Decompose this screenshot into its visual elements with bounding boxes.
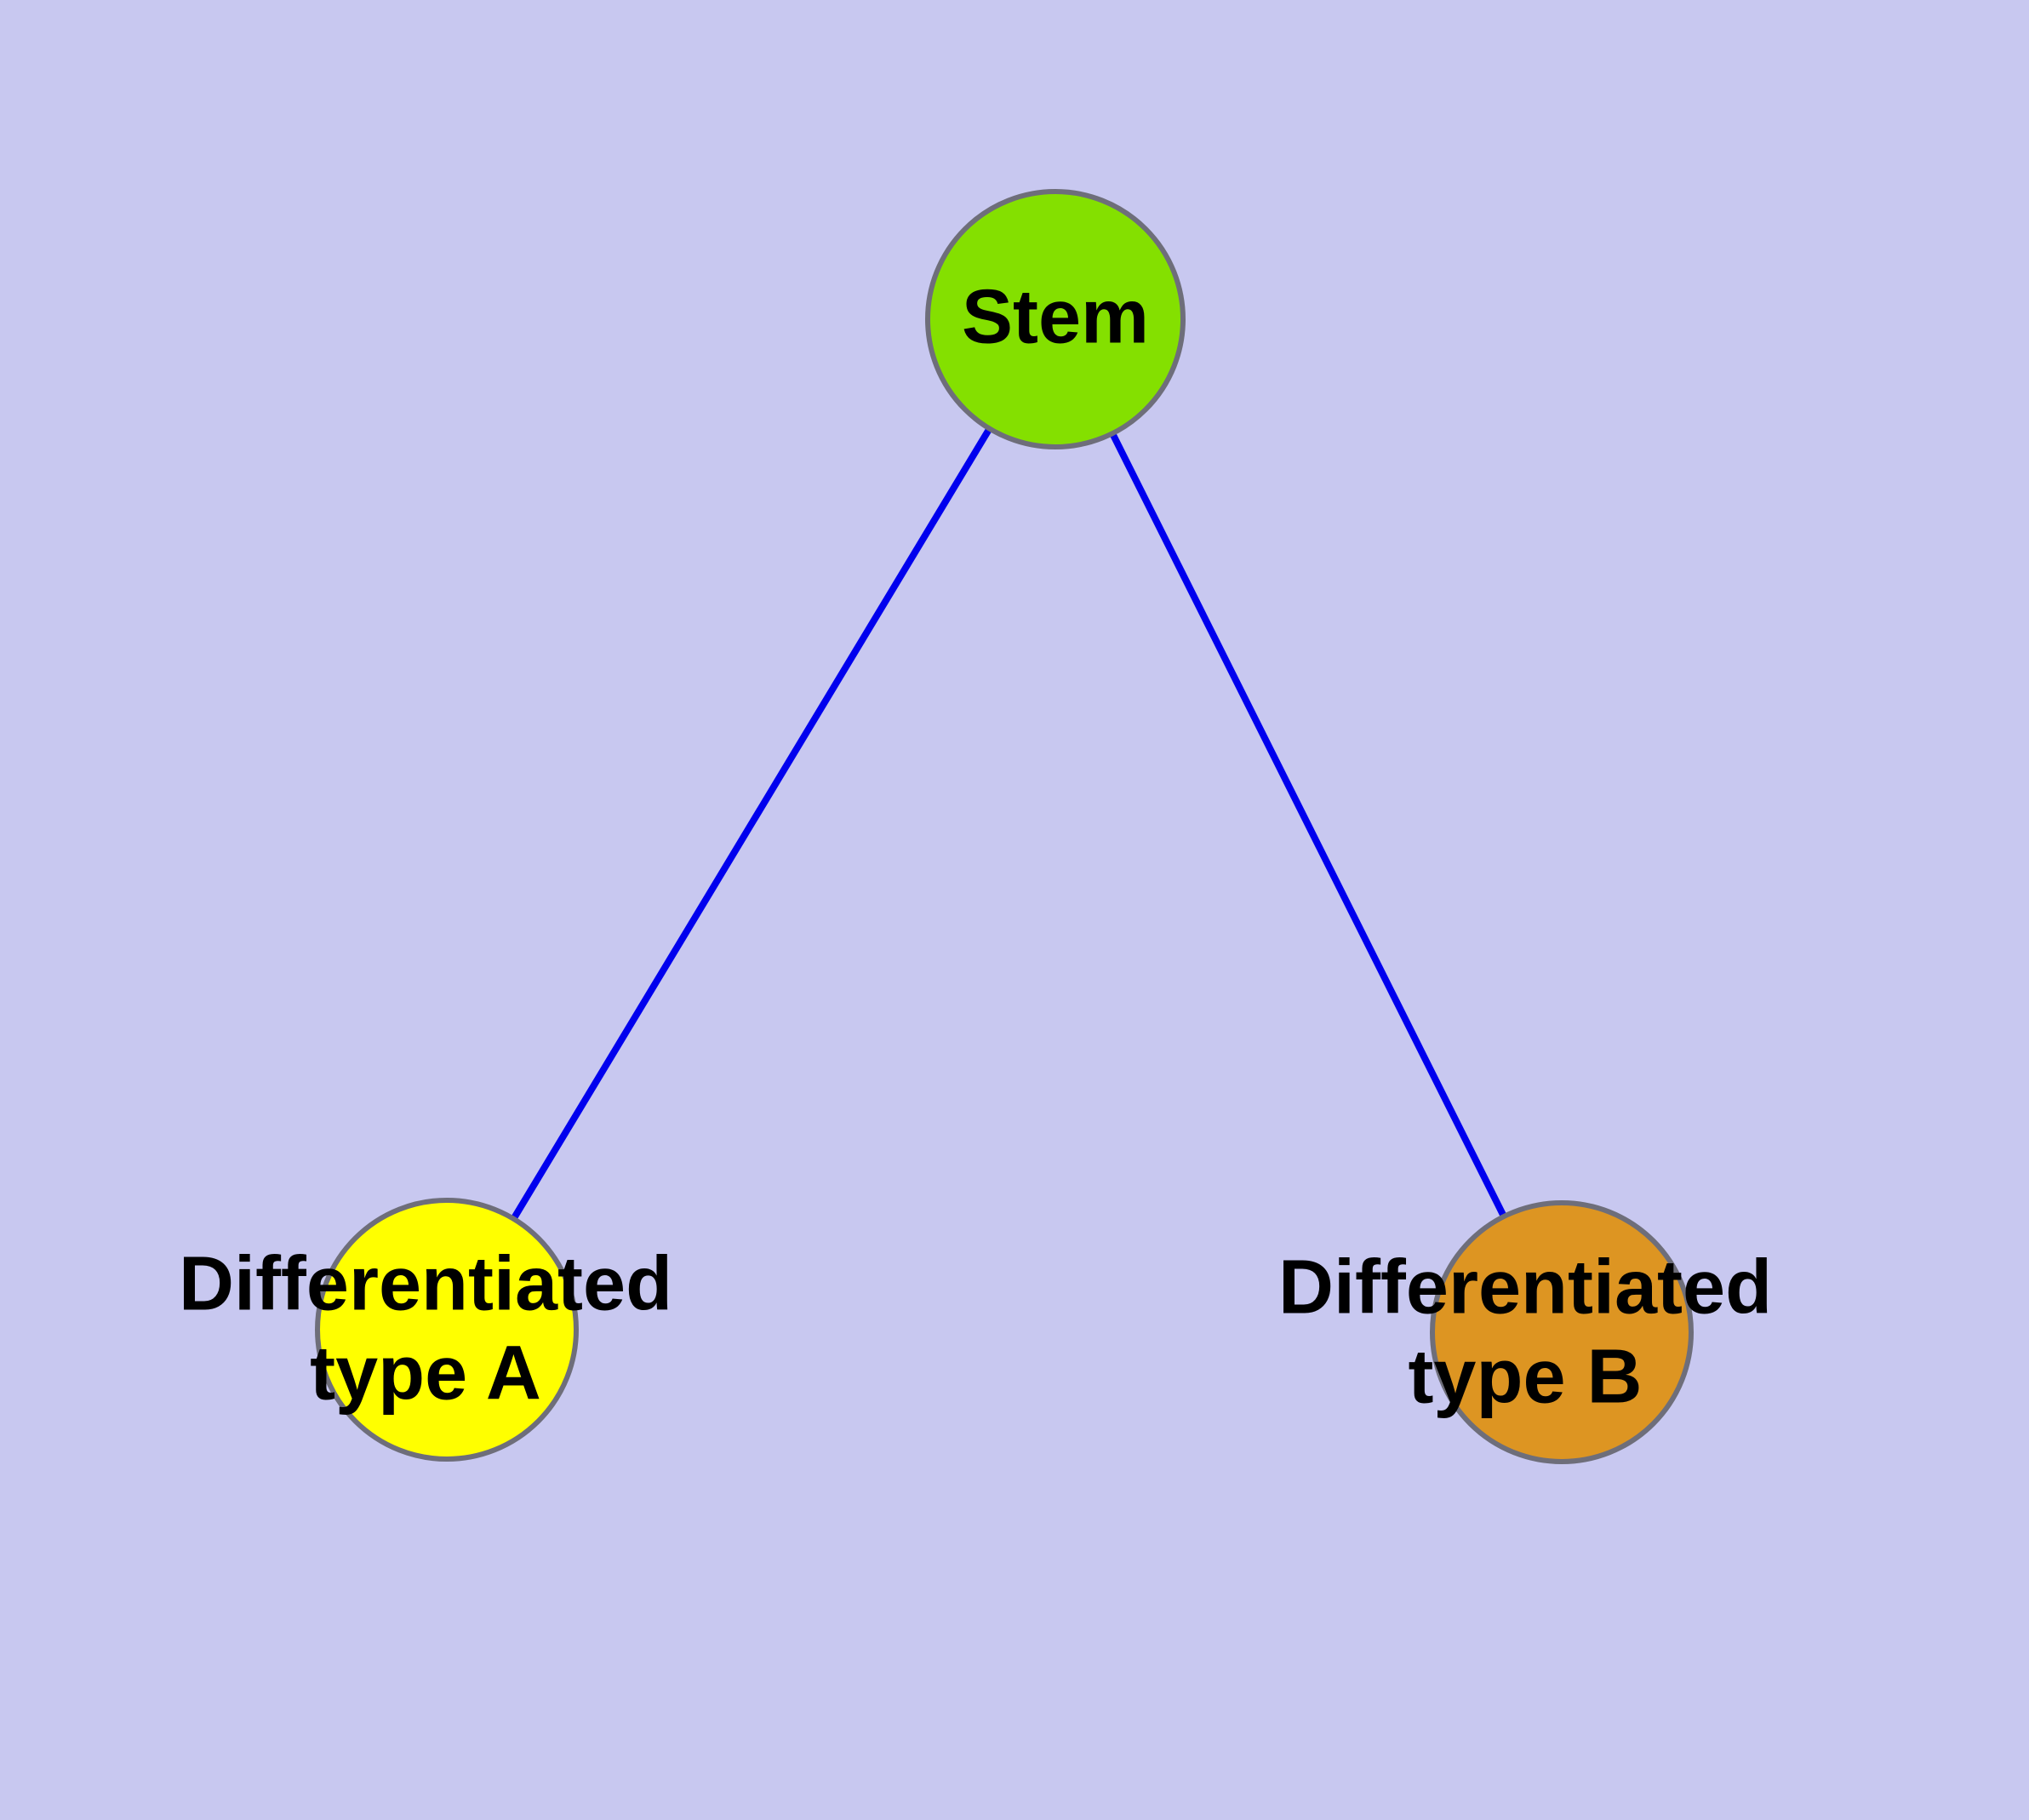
node-typeA-circle bbox=[315, 1198, 579, 1462]
node-stem-circle bbox=[925, 189, 1186, 449]
edge-stem-to-typeA bbox=[443, 317, 1059, 1332]
edge-stem-to-typeB bbox=[1052, 318, 1565, 1334]
node-typeB-circle bbox=[1430, 1200, 1694, 1464]
